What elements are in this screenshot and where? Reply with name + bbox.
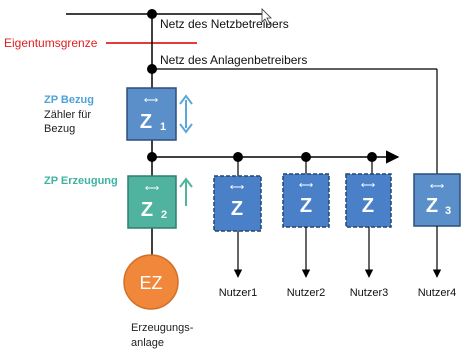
zp-bezug-label: ZP Bezug bbox=[44, 94, 94, 106]
bidirectional-arrow-icon bbox=[179, 94, 193, 134]
arrow-both-icon: ⟷ bbox=[230, 182, 244, 193]
meter-z1-subscript: 1 bbox=[160, 121, 166, 133]
nutzer4-label: Nutzer4 bbox=[418, 287, 457, 299]
generator-ez-label: EZ bbox=[139, 273, 162, 293]
cursor-icon bbox=[261, 8, 272, 26]
arrow-both-icon: ⟷ bbox=[299, 180, 313, 191]
meter-z3-letter: Z bbox=[426, 195, 438, 217]
meter-z2-letter: Z bbox=[141, 199, 153, 221]
erzeugungs-label: Erzeugungs- bbox=[131, 322, 194, 334]
arrow-both-icon: ⟷ bbox=[145, 183, 159, 194]
meter-nutzer3-letter: Z bbox=[362, 195, 374, 217]
meter-z3-subscript: 3 bbox=[445, 205, 451, 217]
arrow-both-icon: ⟷ bbox=[430, 181, 444, 192]
bezug-label: Bezug bbox=[44, 123, 75, 135]
zp-erzeugung-label: ZP Erzeugung bbox=[44, 175, 118, 187]
netz-anlagenbetreiber-label: Netz des Anlagenbetreibers bbox=[160, 53, 307, 67]
nutzer3-label: Nutzer3 bbox=[350, 287, 389, 299]
arrow-both-icon: ⟷ bbox=[144, 95, 158, 106]
nutzer2-label: Nutzer2 bbox=[287, 287, 326, 299]
meter-nutzer3[interactable]: ⟷ Z bbox=[345, 173, 392, 228]
meter-z1-letter: Z bbox=[140, 111, 152, 133]
meter-nutzer1-letter: Z bbox=[231, 198, 243, 220]
eigentumsgrenze-label: Eigentumsgrenze bbox=[4, 36, 98, 50]
nutzer1-label: Nutzer1 bbox=[219, 287, 258, 299]
meter-z1[interactable]: ⟷ Z 1 bbox=[126, 87, 177, 141]
meter-nutzer1[interactable]: ⟷ Z bbox=[213, 175, 262, 232]
generator-ez[interactable]: EZ bbox=[123, 254, 179, 310]
up-arrow-icon bbox=[179, 177, 193, 206]
netz-netzbetreiber-label: Netz des Netzbetreibers bbox=[160, 17, 289, 31]
meter-nutzer2-letter: Z bbox=[300, 195, 312, 217]
meter-z2-subscript: 2 bbox=[161, 209, 167, 221]
meter-z2[interactable]: ⟷ Z 2 bbox=[127, 175, 177, 229]
meter-nutzer2[interactable]: ⟷ Z bbox=[282, 173, 330, 228]
zaehler-fuer-label: Zähler für bbox=[44, 109, 91, 121]
anlage-label: anlage bbox=[131, 337, 164, 349]
arrow-both-icon: ⟷ bbox=[361, 180, 375, 191]
meter-z3[interactable]: ⟷ Z 3 bbox=[413, 173, 461, 227]
